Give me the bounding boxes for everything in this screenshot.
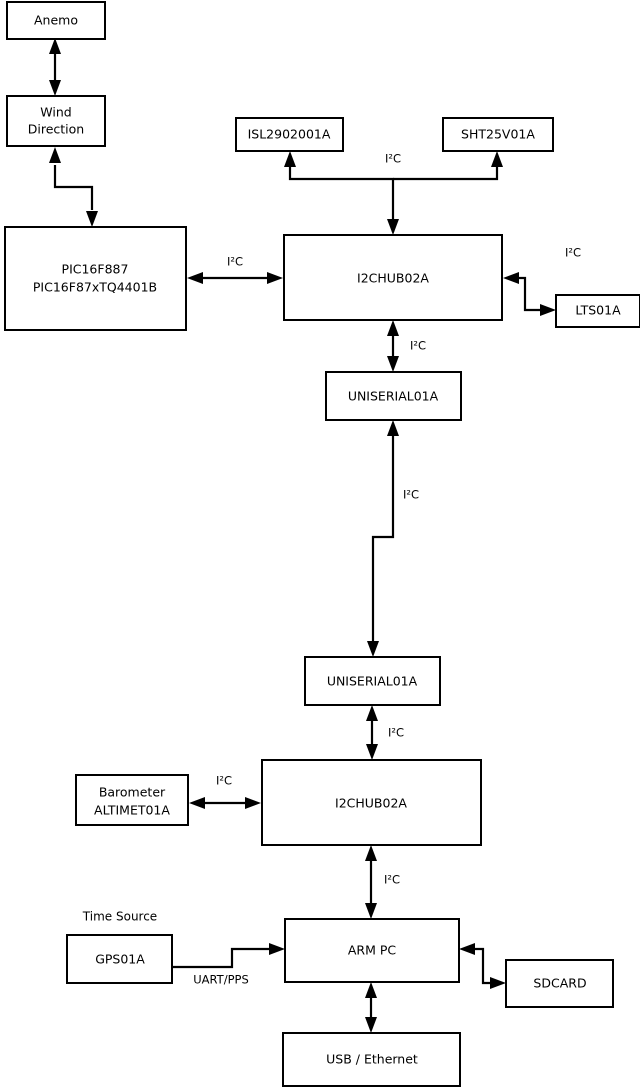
node-uniserial01a-upper[interactable]: UNISERIAL01A (325, 371, 462, 421)
node-label-sdcard: SDCARD (533, 976, 586, 991)
edge-label-uniserial-link: I²C (403, 488, 419, 502)
edge-label-hub2-armpc: I²C (384, 873, 400, 887)
node-label-uniserial01a-lower: UNISERIAL01A (327, 674, 418, 689)
edge-armpc-sdcard (459, 943, 506, 989)
edge-gps-armpc: UART/PPS (172, 943, 285, 987)
edge-label-uniserial2-hub2: I²C (388, 726, 404, 740)
edge-hub-uniserial1: I²C (387, 320, 426, 372)
edge-anemo-wind (49, 38, 61, 96)
label-time-source: Time Source (82, 910, 157, 924)
node-label-lts01a: LTS01A (575, 303, 621, 318)
node-gps01a[interactable]: GPS01A (66, 934, 173, 984)
node-label-isl2902001a: ISL2902001A (248, 127, 331, 142)
edge-label-hub-uniserial1: I²C (410, 339, 426, 353)
edge-uniserial1-uniserial2: I²C (367, 420, 419, 657)
node-label-gps01a: GPS01A (95, 952, 145, 967)
edge-label-pic-hub: I²C (227, 255, 243, 269)
node-isl2902001a[interactable]: ISL2902001A (235, 117, 344, 152)
node-label-barometer-line1: Barometer (99, 785, 166, 800)
node-sdcard[interactable]: SDCARD (505, 959, 614, 1008)
node-i2chub02a-top[interactable]: I2CHUB02A (283, 234, 503, 321)
node-barometer[interactable]: Barometer ALTIMET01A (75, 774, 189, 826)
node-lts01a[interactable]: LTS01A (555, 294, 640, 328)
edge-hub2-armpc: I²C (365, 845, 400, 919)
node-label-i2chub02a-bottom: I2CHUB02A (335, 796, 407, 811)
node-pic-mcu[interactable]: PIC16F887 PIC16F87xTQ4401B (4, 226, 187, 331)
node-label-usb-ethernet: USB / Ethernet (326, 1052, 418, 1067)
edge-hub-lts: I²C (503, 246, 581, 316)
node-label-arm-pc: ARM PC (348, 943, 397, 958)
edge-pic-hub: I²C (187, 255, 283, 284)
edge-uniserial2-hub2: I²C (366, 705, 404, 760)
node-sht25v01a[interactable]: SHT25V01A (442, 117, 554, 152)
node-label-i2chub02a-top: I2CHUB02A (357, 271, 429, 286)
node-label-barometer-line2: ALTIMET01A (94, 803, 170, 818)
edge-hub-sensors-branch: I²C (284, 151, 503, 235)
node-label-pic-line2: PIC16F87xTQ4401B (33, 280, 157, 295)
node-anemo[interactable]: Anemo (6, 1, 106, 40)
node-wind-direction[interactable]: Wind Direction (6, 95, 106, 147)
edge-barometer-hub2: I²C (189, 774, 261, 809)
node-arm-pc[interactable]: ARM PC (284, 918, 460, 983)
edge-label-barometer-hub2: I²C (216, 774, 232, 788)
edge-armpc-usb (365, 982, 377, 1033)
edge-label-hub-sensors: I²C (385, 152, 401, 166)
edge-label-hub-lts: I²C (565, 246, 581, 260)
node-usb-ethernet[interactable]: USB / Ethernet (282, 1032, 461, 1087)
node-label-sht25v01a: SHT25V01A (461, 127, 535, 142)
node-label-wind-direction-line1: Wind (40, 105, 71, 120)
node-label-anemo: Anemo (34, 13, 78, 28)
node-label-uniserial01a-upper: UNISERIAL01A (348, 389, 439, 404)
node-label-pic-line1: PIC16F887 (62, 262, 129, 277)
node-label-wind-direction-line2: Direction (28, 122, 84, 137)
edge-label-gps-armpc: UART/PPS (193, 973, 249, 987)
node-i2chub02a-bottom[interactable]: I2CHUB02A (261, 759, 482, 846)
node-uniserial01a-lower[interactable]: UNISERIAL01A (304, 656, 441, 706)
edge-wind-pic (49, 147, 98, 227)
